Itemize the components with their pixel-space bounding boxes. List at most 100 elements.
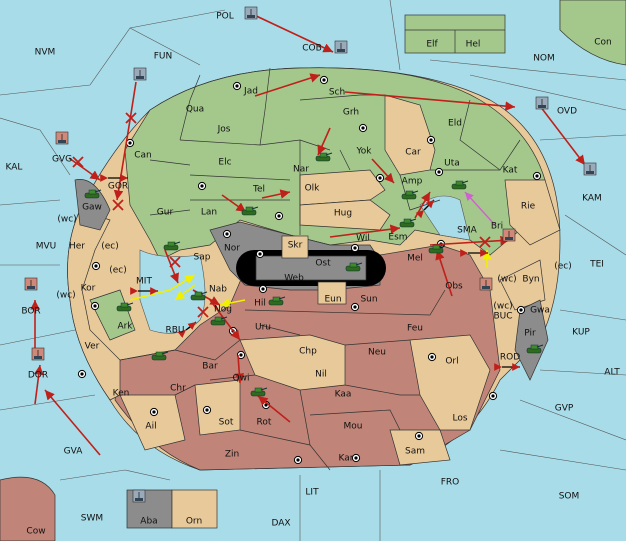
- green-tank-icon[interactable]: [399, 218, 417, 228]
- label-tel: Tel: [252, 185, 265, 195]
- gray-ship-icon[interactable]: [133, 67, 147, 81]
- label-kup: KUP: [572, 328, 590, 338]
- label-gaw: Gaw: [82, 203, 102, 213]
- label-qua: Qua: [186, 105, 204, 115]
- label-ec1: (ec): [101, 242, 119, 252]
- supply-center-dot-icon: [255, 249, 265, 259]
- gray-ship-icon[interactable]: [24, 277, 38, 291]
- label-elc: Elc: [218, 158, 231, 168]
- label-gva: GVA: [64, 447, 84, 457]
- green-tank-icon[interactable]: [190, 291, 208, 301]
- gray-ship-icon[interactable]: [31, 347, 45, 361]
- label-ail: Ail: [145, 422, 156, 432]
- label-kal: KAL: [6, 163, 23, 173]
- label-eld: Eld: [448, 119, 462, 129]
- territory-orn[interactable]: [171, 489, 218, 529]
- label-orl: Orl: [445, 357, 458, 367]
- territory-pir[interactable]: [514, 299, 549, 381]
- supply-center-dot-icon: [293, 455, 303, 465]
- supply-center-dot-icon: [532, 171, 542, 181]
- label-kar: Kar: [339, 454, 354, 464]
- move-order-arrow: [261, 189, 291, 199]
- gray-ship-icon[interactable]: [502, 228, 516, 242]
- move-order-arrow: [221, 194, 247, 213]
- supply-center-dot-icon: [236, 350, 246, 360]
- supply-center-dot-icon: [516, 305, 526, 315]
- territory-byn[interactable]: [499, 259, 546, 311]
- red-x-icon: [169, 256, 181, 268]
- green-tank-icon[interactable]: [268, 296, 286, 306]
- territory-eun[interactable]: [317, 281, 347, 305]
- green-tank-icon[interactable]: [116, 302, 134, 312]
- green-tank-icon[interactable]: [250, 387, 268, 397]
- label-hel: Hel: [466, 40, 481, 50]
- territory-rie[interactable]: [504, 179, 561, 246]
- label-ver: Ver: [85, 342, 100, 352]
- label-hil: Hil: [254, 299, 266, 309]
- move-order-arrow: [435, 249, 453, 297]
- green-tank-icon[interactable]: [345, 262, 363, 272]
- label-mou: Mou: [344, 422, 363, 432]
- label-uta: Uta: [444, 159, 460, 169]
- gray-ship-icon[interactable]: [132, 489, 146, 503]
- label-kaa: Kaa: [335, 390, 352, 400]
- green-tank-icon[interactable]: [210, 316, 228, 326]
- label-nog: Nog: [214, 305, 232, 315]
- supply-center-dot-icon: [222, 229, 232, 239]
- move-order-arrow: [371, 158, 395, 184]
- green-tank-icon[interactable]: [84, 189, 102, 199]
- label-fun: FUN: [154, 52, 173, 62]
- move-order-arrow: [251, 13, 334, 53]
- label-wc4: (wc): [493, 302, 512, 312]
- label-sch: Sch: [329, 88, 345, 98]
- label-cow: Cow: [26, 527, 45, 537]
- territory-ail[interactable]: [119, 394, 186, 451]
- label-aba: Aba: [140, 517, 157, 527]
- green-tank-icon[interactable]: [451, 180, 469, 190]
- move-order-arrow: [68, 157, 101, 181]
- supply-center-dot-icon: [350, 243, 360, 253]
- supply-center-dot-icon: [375, 173, 385, 183]
- green-tank-icon[interactable]: [401, 190, 419, 200]
- green-tank-icon[interactable]: [428, 244, 446, 254]
- green-tank-icon[interactable]: [241, 206, 259, 216]
- label-qwi: Qwi: [233, 374, 250, 384]
- label-swm: SWM: [81, 514, 103, 524]
- label-nom: NOM: [533, 54, 555, 64]
- territory-gaw[interactable]: [74, 179, 111, 231]
- gray-ship-icon[interactable]: [583, 162, 597, 176]
- move-order-arrow: [257, 395, 291, 423]
- green-tank-icon[interactable]: [151, 351, 169, 361]
- red-x-icon: [112, 199, 124, 211]
- red-x-icon: [72, 156, 84, 168]
- territory-cow[interactable]: [0, 476, 56, 541]
- label-gwa: Gwa: [530, 306, 550, 316]
- green-tank-icon[interactable]: [315, 152, 333, 162]
- territory-ark[interactable]: [89, 289, 136, 341]
- green-tank-icon[interactable]: [163, 241, 181, 251]
- label-obs: Obs: [445, 282, 463, 292]
- label-nil: Nil: [315, 370, 327, 380]
- label-web: Web: [284, 274, 304, 284]
- label-pir: Pir: [524, 329, 536, 339]
- gray-ship-icon[interactable]: [334, 40, 348, 54]
- gray-ship-icon[interactable]: [55, 131, 69, 145]
- red-x-icon: [125, 112, 137, 124]
- gray-ship-icon[interactable]: [535, 96, 549, 110]
- supply-center-dot-icon: [274, 211, 284, 221]
- territory-skr[interactable]: [281, 235, 309, 259]
- territory-her[interactable]: [67, 209, 121, 401]
- label-nar: Nar: [293, 165, 309, 175]
- label-cob: COB: [302, 44, 322, 54]
- label-som: SOM: [559, 492, 580, 502]
- label-her: Her: [69, 242, 85, 252]
- gray-ship-icon[interactable]: [244, 6, 258, 20]
- supply-center-dot-icon: [427, 352, 437, 362]
- green-tank-icon[interactable]: [526, 344, 544, 354]
- territory-sam[interactable]: [389, 429, 451, 466]
- label-gvg: GVG: [52, 155, 72, 165]
- gray-ship-icon[interactable]: [479, 277, 493, 291]
- label-nor: Nor: [224, 244, 240, 254]
- label-chr: Chr: [170, 384, 186, 394]
